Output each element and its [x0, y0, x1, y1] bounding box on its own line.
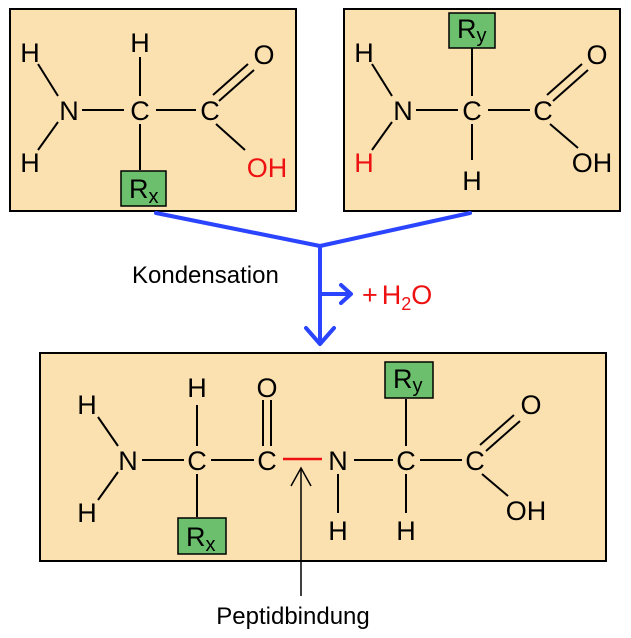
- bond: [218, 69, 255, 102]
- atom-h-highlighted: H: [354, 148, 374, 178]
- r-group-x: Rx: [177, 517, 227, 556]
- atom-h: H: [354, 38, 374, 68]
- atom-oh: OH: [572, 148, 613, 178]
- r-group-base: R: [186, 522, 206, 552]
- water-plus: +: [362, 280, 378, 310]
- r-group-y: Ry: [448, 12, 496, 49]
- dipeptide-box: [39, 352, 607, 562]
- atom-c: C: [396, 446, 416, 476]
- reaction-arrows: [154, 211, 472, 346]
- bond: [552, 69, 589, 102]
- atom-oh: OH: [506, 496, 547, 526]
- r-group-subscript: x: [206, 534, 216, 556]
- r-group-subscript: y: [477, 25, 487, 47]
- atom-n: N: [59, 96, 79, 126]
- bond: [371, 121, 393, 151]
- peptide-bond-pointer: [290, 466, 312, 596]
- atom-h: H: [77, 498, 97, 528]
- atom-h: H: [20, 148, 40, 178]
- r-group-y-label: Ry: [457, 14, 487, 47]
- bond: [97, 471, 119, 501]
- bond: [481, 473, 509, 497]
- atom-o: O: [520, 390, 541, 420]
- peptide-bond-label: Peptidbindung: [216, 603, 369, 630]
- atom-o: O: [586, 40, 607, 70]
- water-arrow-head: [339, 283, 353, 305]
- r-group-base: R: [129, 174, 149, 204]
- atom-n: N: [393, 96, 413, 126]
- water-h: H: [382, 280, 402, 310]
- bond: [549, 123, 579, 149]
- atom-h: H: [187, 373, 207, 403]
- r-group-base: R: [457, 14, 477, 44]
- atom-c: C: [200, 96, 220, 126]
- atom-c: C: [465, 446, 485, 476]
- r-group-y: Ry: [384, 361, 434, 399]
- atom-c: C: [533, 96, 553, 126]
- atom-h: H: [328, 516, 348, 546]
- atom-h: H: [20, 38, 40, 68]
- bond: [546, 63, 583, 96]
- dipeptide: H H N H C O C N H C H C O OH Rx Ry: [39, 352, 607, 562]
- atom-c: C: [130, 96, 150, 126]
- r-group-base: R: [393, 364, 413, 394]
- r-group-x-label: Rx: [129, 174, 159, 208]
- bond: [479, 414, 515, 446]
- atom-h: H: [130, 28, 150, 58]
- bond: [37, 63, 59, 97]
- amino-acid-2: H H N C H C O OH Ry: [343, 8, 621, 212]
- r-group-subscript: y: [413, 375, 423, 397]
- r-group-subscript: x: [149, 186, 159, 208]
- pointer-arrow-head: [290, 466, 312, 487]
- bond: [215, 123, 246, 151]
- r-group-y-label: Ry: [393, 364, 423, 397]
- atom-n: N: [118, 446, 138, 476]
- r-group-x-box: [177, 517, 227, 555]
- atom-h: H: [462, 166, 482, 196]
- water-subscript: 2: [401, 294, 411, 314]
- atom-c: C: [257, 446, 277, 476]
- atom-oh-highlighted: OH: [247, 153, 288, 183]
- atom-h: H: [396, 516, 416, 546]
- r-group-y-box: [448, 12, 496, 49]
- reaction-arrow-head: [304, 326, 336, 346]
- amino-acid-1: H H N H C C O OH Rx: [9, 8, 297, 212]
- r-group-y-box: [384, 361, 434, 399]
- water-label: +H2O: [362, 280, 432, 314]
- bond: [485, 420, 521, 452]
- atom-c: C: [462, 96, 482, 126]
- bond: [212, 63, 249, 96]
- merge-line-left: [154, 211, 322, 248]
- atom-o: O: [256, 373, 277, 403]
- atom-h: H: [77, 390, 97, 420]
- r-group-x-box: [120, 170, 167, 207]
- merge-line-right: [318, 211, 472, 248]
- water-o: O: [411, 280, 432, 310]
- bond: [37, 121, 59, 151]
- bond: [97, 416, 119, 447]
- atom-c: C: [187, 446, 207, 476]
- condensation-label: Kondensation: [132, 262, 279, 289]
- atom-o: O: [253, 40, 274, 70]
- atom-n: N: [328, 446, 348, 476]
- bond: [371, 63, 393, 97]
- r-group-x-label: Rx: [186, 522, 216, 556]
- r-group-x: Rx: [120, 170, 167, 208]
